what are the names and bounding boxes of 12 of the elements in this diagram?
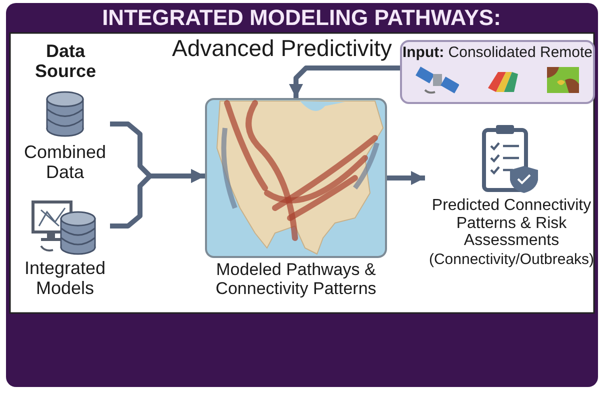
node-sublabel: (Connectivity/Outbreaks) bbox=[428, 252, 596, 268]
node-label: Predicted Connectivity Patterns & Risk Assessments bbox=[430, 197, 592, 250]
heading: Advanced Predictivity bbox=[172, 36, 392, 62]
node-label: Modeled Pathways & Connectivity Patterns bbox=[214, 261, 378, 298]
column-heading: Data Source bbox=[34, 42, 98, 82]
node-label: Combined Data bbox=[22, 143, 108, 183]
input-panel bbox=[400, 40, 595, 104]
panel-label: Input: Consolidated Remote bbox=[402, 45, 593, 62]
arrow bbox=[387, 171, 425, 185]
title: INTEGRATED MODELING PATHWAYS: bbox=[101, 6, 502, 30]
arrow bbox=[289, 66, 400, 98]
node-label: Integrated Models bbox=[23, 259, 107, 299]
